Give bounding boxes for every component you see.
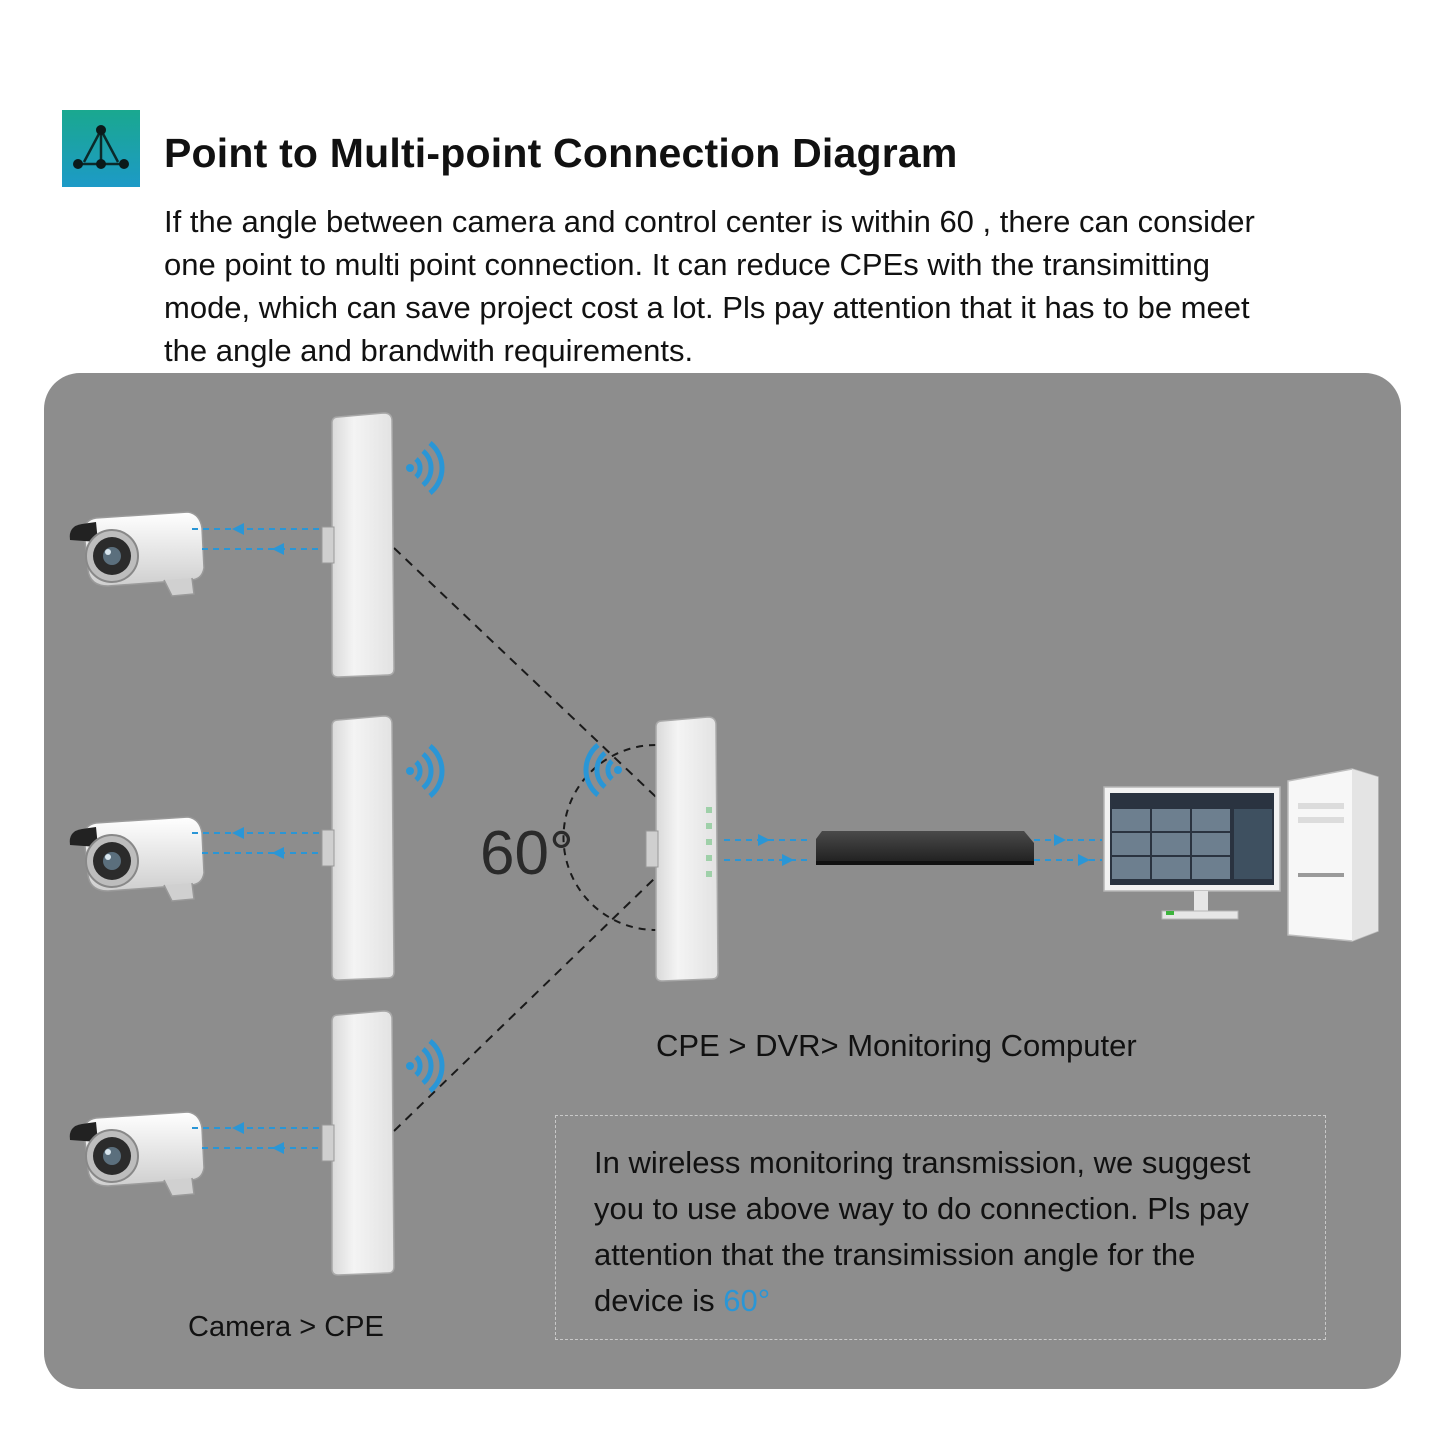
intro-line: mode, which can save project cost a lot.…: [164, 290, 1250, 325]
note-angle-highlight: 60°: [723, 1283, 771, 1318]
security-camera-icon: [68, 1111, 205, 1197]
sight-line-top: [393, 547, 657, 798]
note-line-last: device is 60°: [594, 1278, 1314, 1324]
wifi-signal-icon: [406, 443, 442, 493]
monitor-icon: [1103, 786, 1281, 920]
note-text: In wireless monitoring transmission, we …: [594, 1140, 1314, 1324]
intro-paragraph: If the angle between camera and control …: [164, 200, 1364, 372]
cpe-antenna-icon: [645, 716, 719, 982]
camera-cpe-caption: Camera > CPE: [188, 1311, 384, 1343]
cpe-antenna-icon: [321, 1010, 395, 1276]
cpe-antenna-icon: [321, 715, 395, 981]
note-line: you to use above way to do connection. P…: [594, 1191, 1249, 1226]
cpe-dvr-caption: CPE > DVR> Monitoring Computer: [656, 1028, 1137, 1063]
note-line: attention that the transimission angle f…: [594, 1237, 1196, 1272]
sight-line-bottom: [393, 876, 657, 1132]
diagram-panel: 60° CPE > DVR> Monitoring Computer Camer…: [44, 373, 1401, 1389]
security-camera-icon: [68, 816, 205, 902]
cpe-dvr-arrowheads: [758, 834, 1090, 866]
note-box: In wireless monitoring transmission, we …: [555, 1115, 1326, 1340]
intro-line: the angle and brandwith requirements.: [164, 333, 694, 368]
camera-cpe-arrowheads: [232, 523, 284, 1154]
angle-arc: [562, 744, 657, 931]
note-prefix: device is: [594, 1283, 724, 1318]
note-line: In wireless monitoring transmission, we …: [594, 1145, 1251, 1180]
security-camera-icon: [68, 511, 205, 597]
cpe-antenna-icon: [321, 412, 395, 678]
computer-tower-icon: [1287, 768, 1379, 942]
page-title: Point to Multi-point Connection Diagram: [164, 130, 958, 176]
wifi-signal-icon: [406, 1041, 442, 1091]
intro-line: one point to multi point connection. It …: [164, 247, 1210, 282]
wifi-signal-icon: [406, 746, 442, 796]
network-topology-icon: [62, 110, 140, 187]
intro-line: If the angle between camera and control …: [164, 204, 1255, 239]
connection-diagram: [68, 412, 1379, 1276]
cpe-dvr-link: [724, 839, 1102, 861]
angle-label: 60°: [480, 819, 574, 888]
dvr-icon: [816, 831, 1034, 865]
camera-cpe-link: [192, 528, 324, 1149]
